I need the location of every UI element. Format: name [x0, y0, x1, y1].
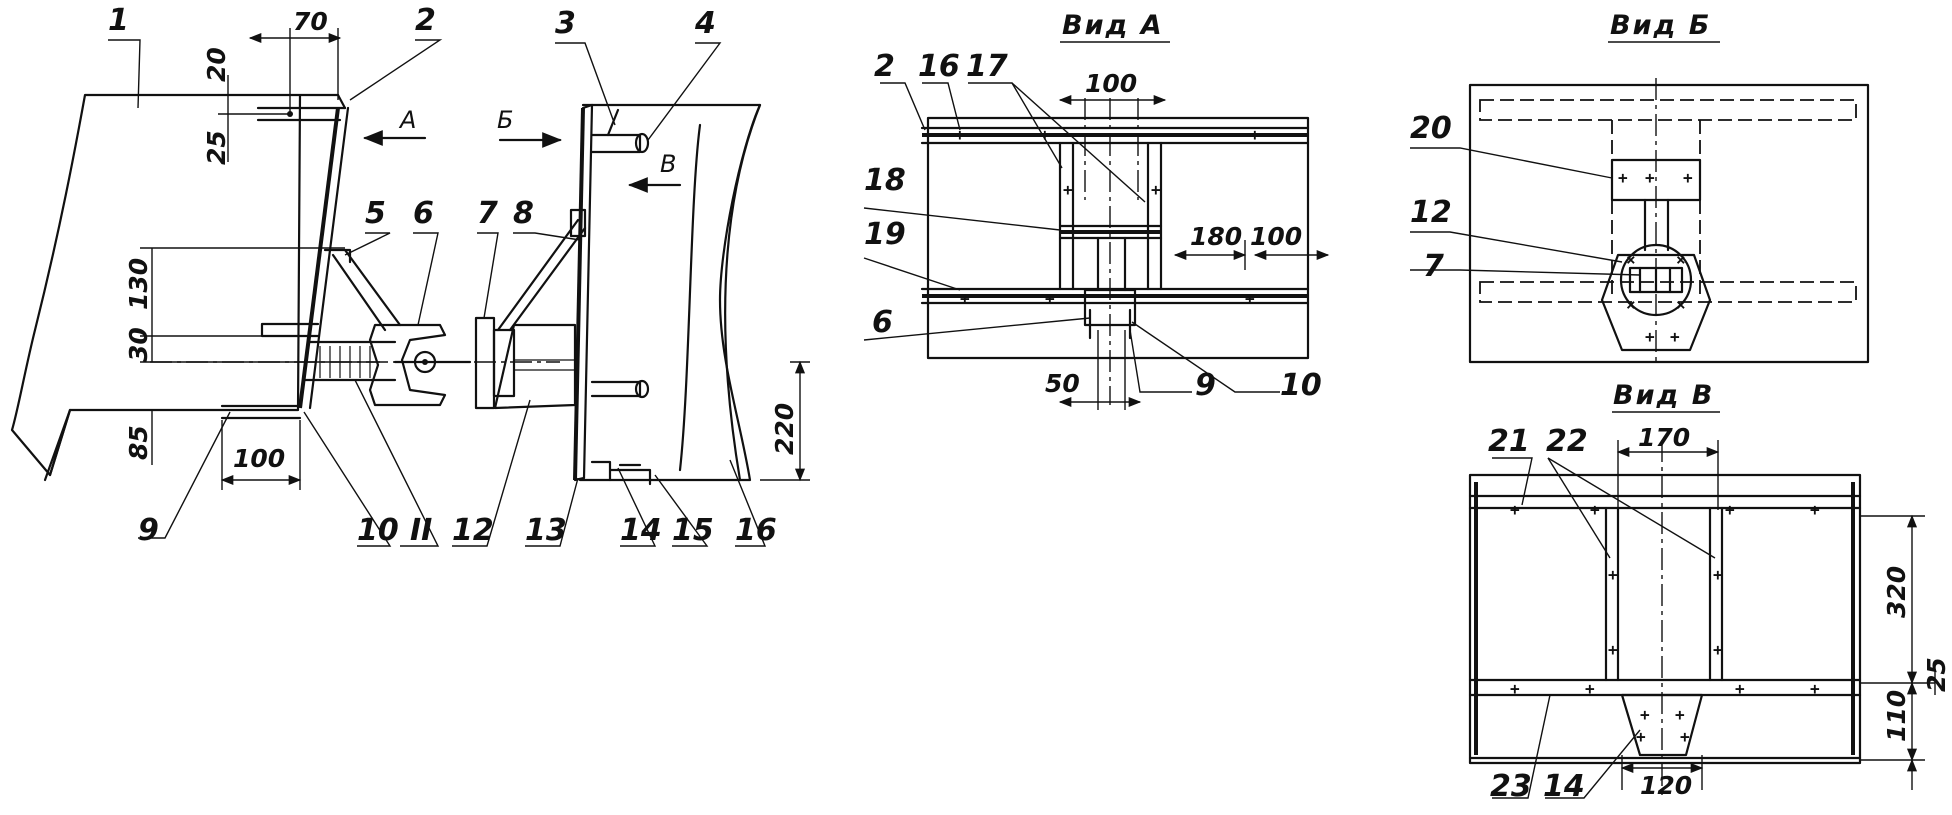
view-v-callout-21: 21: [1488, 424, 1530, 459]
svg-text:+: +: [1645, 327, 1655, 346]
svg-text:+: +: [1636, 727, 1646, 746]
callout-5: 5: [365, 196, 386, 231]
svg-text:+: +: [1151, 180, 1161, 199]
dim-70: 70: [293, 7, 328, 36]
callout-1: 1: [108, 3, 129, 38]
svg-text:+: +: [1713, 565, 1723, 584]
view-arrow-b-label: Б: [497, 106, 513, 134]
view-a: + + + + + + + +: [863, 41, 1330, 410]
view-a-dim-100: 100: [1085, 69, 1137, 98]
svg-text:+: +: [1040, 125, 1050, 144]
view-v-callout-23: 23: [1490, 769, 1532, 804]
view-a-callout-6: 6: [872, 305, 893, 340]
view-v-dim-120: 120: [1640, 771, 1692, 800]
callout-10: 10: [357, 513, 399, 548]
brace-5: [331, 248, 402, 332]
svg-text:×: ×: [1626, 250, 1636, 269]
dim-20: 20: [202, 47, 231, 82]
view-a-dim-180: 180: [1190, 222, 1242, 251]
dim-30: 30: [124, 327, 153, 362]
svg-text:+: +: [960, 289, 970, 308]
callout-9: 9: [138, 513, 159, 548]
view-v-dim-320: 320: [1882, 566, 1911, 618]
svg-text:+: +: [1670, 327, 1680, 346]
view-a-callout-19: 19: [864, 217, 906, 252]
svg-text:+: +: [1725, 500, 1735, 519]
callout-3: 3: [555, 6, 576, 41]
view-a-callout-9: 9: [1195, 368, 1216, 403]
view-a-callout-17: 17: [966, 49, 1008, 84]
flange-7: [474, 316, 496, 410]
mounting-plate: [298, 107, 340, 409]
view-b-callout-7: 7: [1423, 249, 1444, 284]
view-v-title: Вид В: [1613, 380, 1714, 411]
dim-130: 130: [124, 258, 153, 310]
callout-11: II: [410, 513, 432, 548]
view-a-title: Вид А: [1062, 10, 1164, 41]
rear-plate-13: [573, 107, 585, 481]
view-b-callout-20: 20: [1410, 111, 1452, 146]
view-a-callout-18: 18: [864, 163, 906, 198]
view-b-callout-12: 12: [1410, 195, 1452, 230]
view-arrow-v-label: В: [660, 150, 676, 178]
svg-text:+: +: [1590, 500, 1600, 519]
svg-text:+: +: [1713, 640, 1723, 659]
svg-text:+: +: [1810, 500, 1820, 519]
callout-13: 13: [525, 513, 567, 548]
svg-text:+: +: [1045, 289, 1055, 308]
svg-text:+: +: [1063, 180, 1073, 199]
svg-text:+: +: [1645, 168, 1655, 187]
svg-text:+: +: [1250, 125, 1260, 144]
callout-7: 7: [477, 196, 498, 231]
callout-14: 14: [620, 513, 662, 548]
view-a-callout-16: 16: [918, 49, 960, 84]
view-v-callout-22: 22: [1546, 424, 1588, 459]
view-a-dim-100b: 100: [1250, 222, 1302, 251]
dim-25: 25: [202, 130, 231, 165]
callout-16: 16: [735, 513, 777, 548]
callout-6: 6: [413, 196, 434, 231]
view-b-title: Вид Б: [1610, 10, 1711, 41]
svg-text:×: ×: [1676, 295, 1686, 314]
svg-text:+: +: [1608, 565, 1618, 584]
fork-6: [368, 323, 447, 407]
dim-85: 85: [124, 425, 153, 460]
svg-text:×: ×: [1626, 295, 1636, 314]
pipe-11: [303, 340, 397, 382]
svg-text:+: +: [955, 125, 965, 144]
view-v-dim-25: 25: [1922, 657, 1951, 692]
dim-100: 100: [233, 444, 285, 473]
callout-2: 2: [415, 3, 436, 38]
svg-text:+: +: [1735, 679, 1745, 698]
svg-text:+: +: [1245, 289, 1255, 308]
view-b: + + + × × × × + +: [1410, 41, 1870, 365]
callout-8: 8: [513, 196, 534, 231]
view-v-dim-170: 170: [1638, 423, 1690, 452]
side-view: [10, 28, 810, 547]
view-arrow-a-label: А: [398, 106, 416, 134]
svg-text:+: +: [1618, 168, 1628, 187]
view-v: + + + + + + + + + + + + + + + +: [1468, 411, 1936, 800]
svg-text:+: +: [1675, 705, 1685, 724]
dim-220: 220: [770, 403, 799, 455]
tractor-body-outline: [10, 93, 340, 477]
svg-text:+: +: [1585, 679, 1595, 698]
view-a-callout-10: 10: [1280, 368, 1322, 403]
svg-text:+: +: [1510, 500, 1520, 519]
svg-text:+: +: [1640, 705, 1650, 724]
view-v-dim-110: 110: [1882, 690, 1911, 742]
view-v-callout-14: 14: [1543, 769, 1585, 804]
svg-text:+: +: [1510, 679, 1520, 698]
view-a-callout-2: 2: [874, 49, 895, 84]
view-a-dim-50: 50: [1045, 369, 1080, 398]
svg-text:+: +: [1810, 679, 1820, 698]
svg-text:+: +: [1683, 168, 1693, 187]
svg-text:×: ×: [1676, 250, 1686, 269]
svg-text:+: +: [1680, 727, 1690, 746]
callout-15: 15: [672, 513, 714, 548]
svg-text:+: +: [1608, 640, 1618, 659]
callout-4: 4: [694, 6, 716, 41]
callout-12: 12: [452, 513, 494, 548]
